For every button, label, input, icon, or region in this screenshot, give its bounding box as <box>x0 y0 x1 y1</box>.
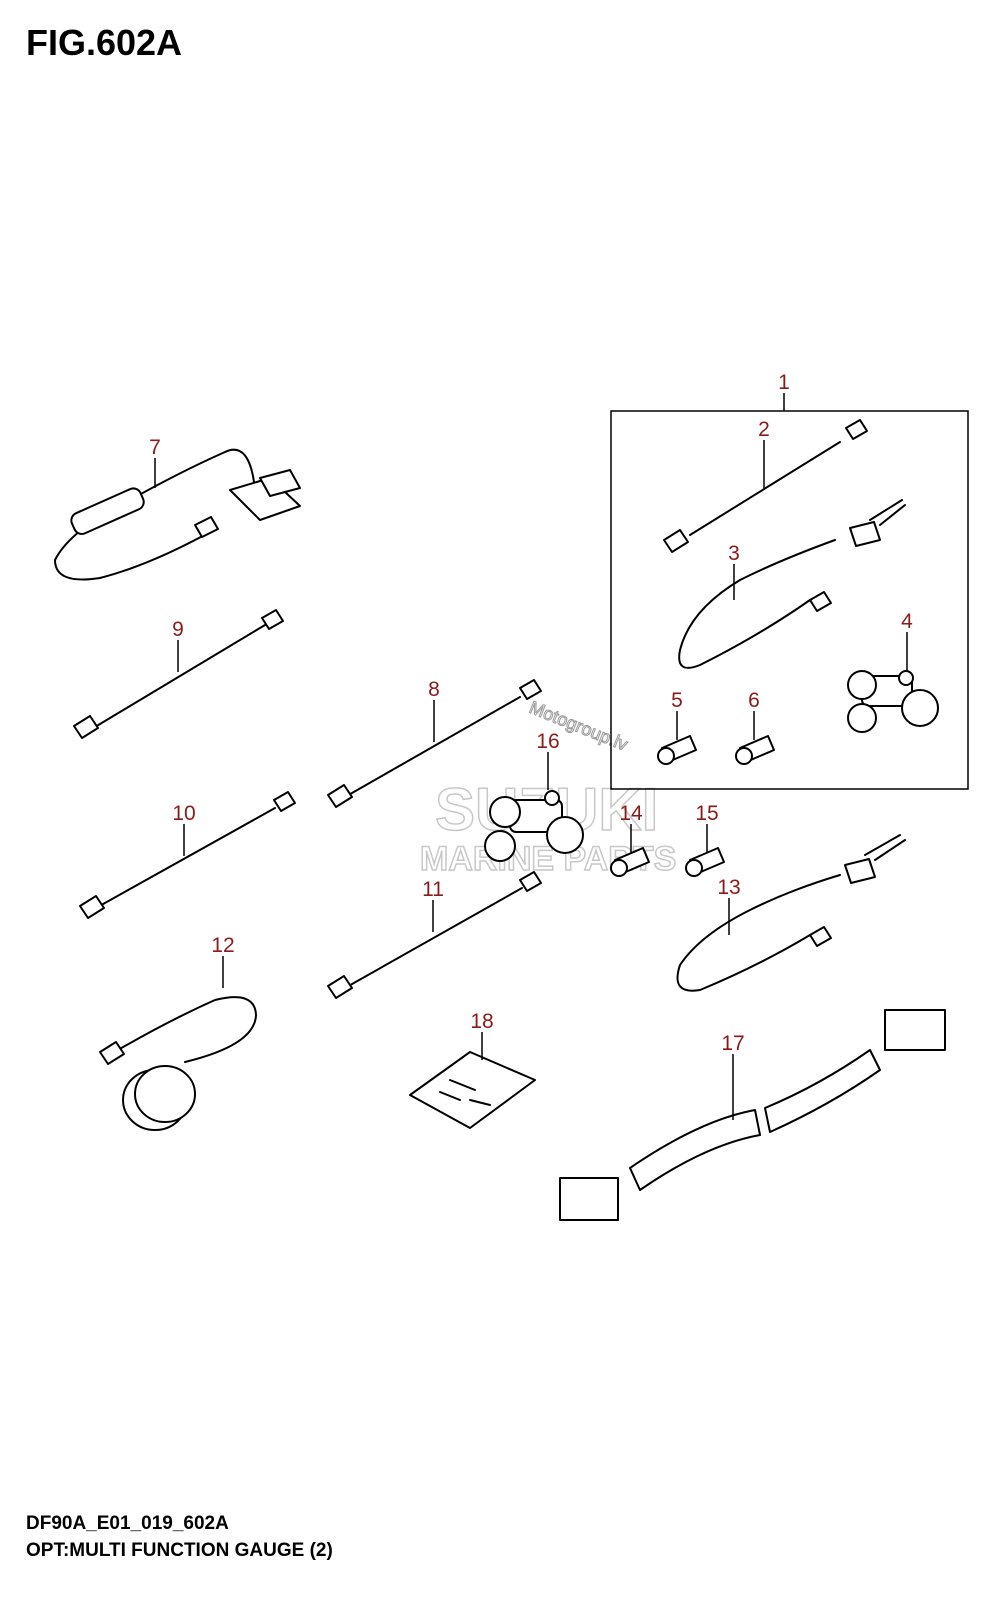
callout-12: 12 <box>211 934 234 957</box>
part-14-terminator <box>610 847 650 877</box>
callout-13: 13 <box>717 876 740 899</box>
part-17-harness <box>559 1009 946 1221</box>
callout-5: 5 <box>671 689 683 712</box>
callout-10: 10 <box>172 802 195 825</box>
part-15-terminator <box>685 847 725 877</box>
kit-box <box>610 410 969 790</box>
callout-15: 15 <box>695 802 718 825</box>
callout-8: 8 <box>428 678 440 701</box>
part-18-bag <box>409 1051 536 1129</box>
callout-9: 9 <box>172 618 184 641</box>
part-13-harness <box>676 834 906 992</box>
callout-18: 18 <box>470 1010 493 1033</box>
callout-4: 4 <box>901 610 913 633</box>
part-4-t-connector <box>847 670 939 733</box>
figure-code: DF90A_E01_019_602A <box>26 1513 229 1534</box>
callout-7: 7 <box>149 436 161 459</box>
figure-title: FIG.602A <box>26 22 183 63</box>
part-11-cable <box>327 871 542 999</box>
callout-2: 2 <box>758 418 770 441</box>
part-6-terminator <box>735 735 775 765</box>
part-2-cable <box>663 419 868 553</box>
part-9-cable <box>73 609 284 739</box>
part-3-harness <box>678 499 906 669</box>
callout-14: 14 <box>619 802 643 825</box>
callout-16: 16 <box>536 730 559 753</box>
callout-1: 1 <box>778 371 790 394</box>
callout-3: 3 <box>728 542 740 565</box>
callout-11: 11 <box>422 878 444 901</box>
callout-17: 17 <box>721 1032 744 1055</box>
part-5-terminator <box>657 735 697 765</box>
part-10-cable <box>79 791 296 919</box>
callouts: 1 2 3 4 5 6 7 8 9 10 11 12 13 14 15 16 1 <box>149 371 913 1120</box>
part-16-t-connector <box>484 790 584 862</box>
figure-description: OPT:MULTI FUNCTION GAUGE (2) <box>26 1540 333 1561</box>
part-7-sensor-cable <box>53 448 301 581</box>
callout-6: 6 <box>748 689 760 712</box>
part-12-sensor <box>99 996 258 1131</box>
part-8-cable <box>327 679 542 808</box>
